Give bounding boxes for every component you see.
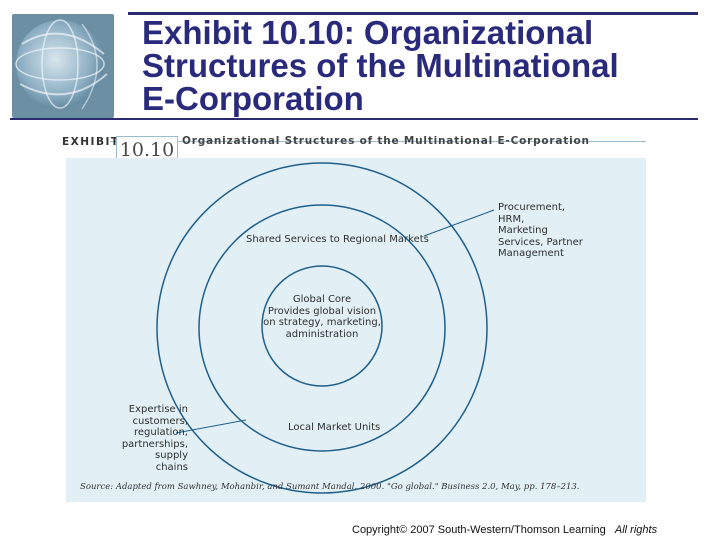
core-circle (261, 265, 383, 387)
callout-line: Marketing (498, 225, 548, 236)
exhibit-title: Organizational Structures of the Multina… (182, 135, 590, 147)
callout-line: HRM, (498, 213, 525, 225)
callout-line: Procurement, (498, 202, 566, 213)
rights-text: All rights (614, 524, 658, 536)
slide-title: Exhibit 10.10: Organizational Structures… (142, 16, 702, 115)
callout-line: Expertise in (128, 404, 188, 415)
core-label-line: administration (285, 328, 359, 340)
title-line: E-Corporation (142, 80, 364, 117)
title-line: Exhibit 10.10: Organizational (142, 14, 594, 51)
callout-line: Management (498, 248, 564, 259)
core-label-line: Global Core (292, 294, 352, 305)
callout-line: Services, Partner (498, 236, 583, 248)
outer-circle (156, 162, 488, 494)
copyright-footer: Copyright© 2007 South-Western/Thomson Le… (352, 524, 657, 536)
core-label-line: Provides global vision (267, 305, 377, 317)
exhibit-number: 10.10 (119, 139, 175, 161)
callout-line: customers, (132, 415, 188, 427)
exhibit-figure: EXHIBIT 10.10 Organizational Structures … (62, 128, 646, 508)
copyright-text: Copyright© 2007 South-Western/Thomson Le… (352, 524, 606, 536)
title-rule-top (128, 12, 698, 15)
right-callout-line (423, 209, 495, 237)
right-callout: Procurement, HRM, Marketing Services, Pa… (498, 202, 583, 260)
callout-line: supply (155, 450, 188, 461)
title-line: Structures of the Multinational (142, 47, 619, 84)
middle-circle (198, 204, 446, 452)
globe-logo (12, 14, 114, 118)
core-label: Global Core Provides global vision on st… (262, 294, 382, 340)
outer-ring-label: Local Market Units (288, 422, 381, 433)
left-callout: Expertise in customers, regulation, part… (118, 404, 188, 473)
core-label-line: on strategy, marketing, (263, 317, 381, 328)
source-note: Source: Adapted from Sawhney, Mohanbir, … (80, 482, 580, 492)
left-callout-line (175, 419, 247, 434)
exhibit-header-rule (110, 141, 646, 142)
callout-line: chains (155, 461, 188, 473)
callout-line: partnerships, (121, 438, 188, 450)
title-rule-bottom (10, 118, 698, 120)
callout-line: regulation, (134, 427, 188, 438)
concentric-diagram (156, 162, 495, 494)
exhibit-word: EXHIBIT (62, 136, 120, 148)
middle-ring-label: Shared Services to Regional Markets (246, 234, 429, 245)
diagram-panel: Shared Services to Regional Markets Glob… (66, 158, 646, 502)
